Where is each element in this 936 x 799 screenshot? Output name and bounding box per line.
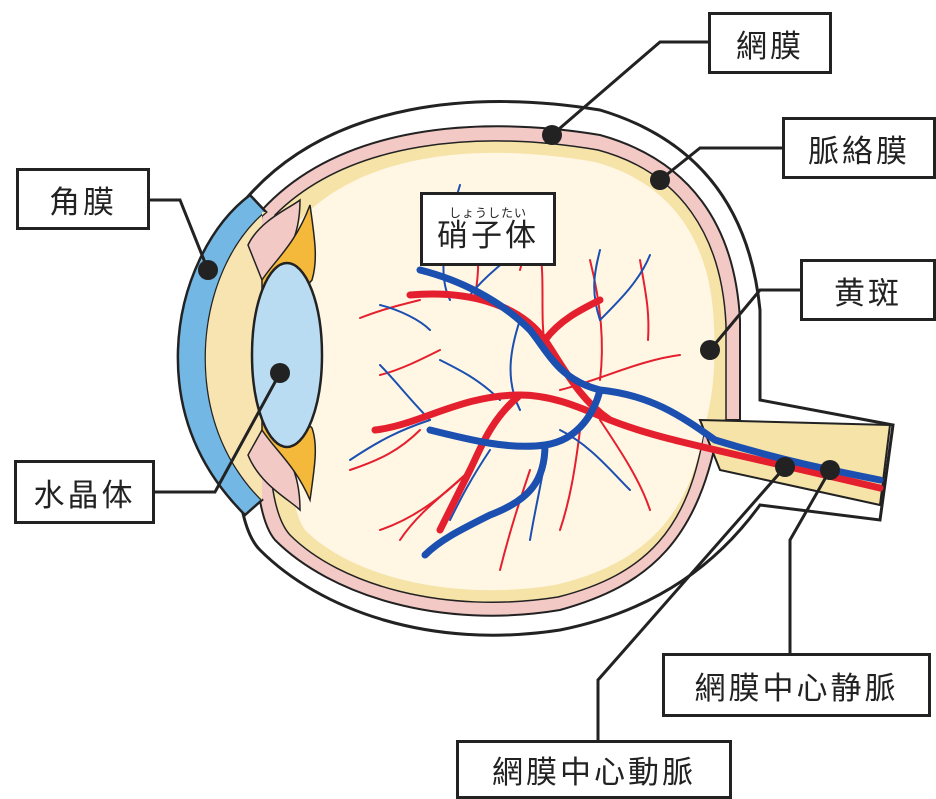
- label-vitreous-ruby: しょうしたい: [449, 207, 527, 219]
- macula-dot: [700, 340, 720, 360]
- label-central-retinal-artery-text: 網膜中心動脈: [492, 747, 696, 792]
- vein-dot: [820, 460, 840, 480]
- label-macula: 黄斑: [800, 259, 936, 321]
- lens-dot: [270, 363, 290, 383]
- label-retina: 網膜: [708, 12, 832, 74]
- artery-dot: [775, 457, 795, 477]
- label-lens-text: 水晶体: [34, 470, 136, 515]
- label-central-retinal-artery: 網膜中心動脈: [456, 740, 732, 799]
- label-retina-text: 網膜: [736, 21, 804, 66]
- label-vitreous-text: 硝子体: [437, 221, 539, 252]
- label-cornea: 角膜: [16, 168, 150, 230]
- choroid-dot: [650, 170, 670, 190]
- label-macula-text: 黄斑: [834, 268, 902, 313]
- lens-shape: [252, 263, 322, 447]
- retina-dot: [542, 125, 562, 145]
- label-choroid: 脈絡膜: [782, 117, 936, 179]
- label-central-retinal-vein-text: 網膜中心静脈: [695, 663, 899, 708]
- label-cornea-text: 角膜: [49, 177, 117, 222]
- label-lens: 水晶体: [14, 460, 155, 524]
- label-vitreous: しょうしたい 硝子体: [420, 192, 556, 266]
- label-central-retinal-vein: 網膜中心静脈: [662, 653, 931, 717]
- label-choroid-text: 脈絡膜: [808, 126, 910, 171]
- cornea-dot: [198, 260, 218, 280]
